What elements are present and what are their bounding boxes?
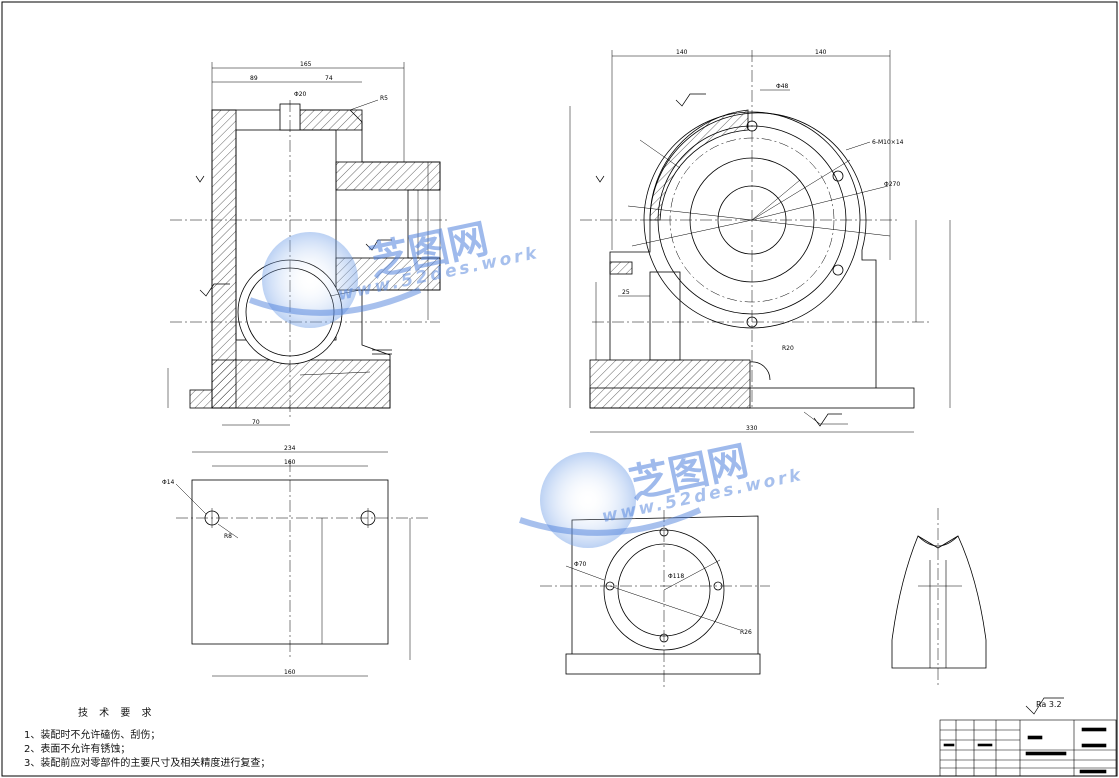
svg-text:Φ70: Φ70 [574,561,587,568]
svg-text:R8: R8 [224,533,232,540]
svg-text:25: 25 [622,289,630,296]
title-block [939,719,1117,777]
svg-text:89: 89 [250,75,258,82]
note-item: 1、装配时不允许磕伤、刮伤； [24,730,161,741]
side-view [540,510,770,688]
note-item: 3、装配前应对零部件的主要尺寸及相关精度进行复查； [24,758,271,769]
svg-text:140: 140 [815,49,827,56]
svg-text:70: 70 [252,419,260,426]
svg-text:R20: R20 [782,345,794,352]
svg-text:R5: R5 [380,95,388,102]
note-item: 2、表面不允许有锈蚀； [24,744,131,755]
svg-text:140: 140 [676,49,688,56]
svg-text:Φ118: Φ118 [668,573,684,580]
svg-text:Φ20: Φ20 [294,91,307,98]
top-view [175,451,430,677]
front-section-view [167,62,448,426]
roughness-note: Ra 3.2 [1036,700,1062,709]
svg-text:Φ270: Φ270 [884,181,900,188]
svg-text:165: 165 [300,61,312,68]
svg-text:234: 234 [284,445,296,452]
svg-text:330: 330 [746,425,758,432]
roughness-symbol-icon [195,93,1064,715]
svg-text:Φ48: Φ48 [776,83,789,90]
svg-text:Φ14: Φ14 [162,479,175,486]
front-elevation-view [569,50,951,433]
svg-text:160: 160 [284,459,296,466]
detail-rib-view [891,508,987,688]
svg-text:74: 74 [325,75,333,82]
svg-text:160: 160 [284,669,296,676]
watermark-globe-icon [248,232,702,548]
notes-title: 技 术 要 求 [78,708,156,719]
svg-text:6-M10×14: 6-M10×14 [872,139,904,146]
svg-text:R26: R26 [740,629,752,636]
